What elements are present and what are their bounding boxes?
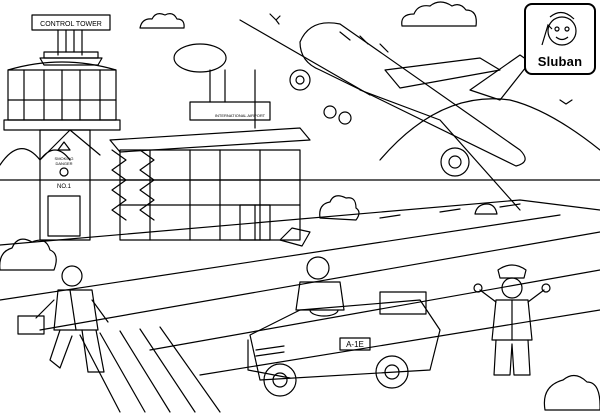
runway (0, 200, 600, 412)
passenger-figure (18, 266, 108, 372)
car-with-driver: A-1E (248, 257, 440, 396)
bush (475, 204, 497, 214)
warning-line-2: DANGER (55, 161, 72, 166)
bush (544, 375, 600, 410)
airplane (240, 20, 530, 210)
mascot-icon (541, 11, 577, 46)
bush (320, 196, 359, 220)
pilot-figure (474, 265, 550, 375)
bird-icon (270, 14, 280, 24)
brand-logo-text: Sluban (537, 54, 583, 69)
door-sign: NO.1 (57, 184, 72, 190)
bird-icon (560, 100, 572, 104)
cloud-right (402, 2, 477, 26)
cloud-left (140, 14, 184, 28)
control-tower: CONTROL TOWER SMOKING DANGER NO.1 (4, 15, 120, 240)
terminal-building: INTERNATIONAL AIRPORT (110, 44, 310, 246)
warning-line-1: SMOKING (55, 156, 74, 161)
terminal-sign: INTERNATIONAL AIRPORT (215, 113, 266, 118)
brand-logo: Sluban (524, 3, 596, 75)
license-plate: A-1E (346, 340, 364, 349)
tower-sign: CONTROL TOWER (40, 21, 102, 28)
